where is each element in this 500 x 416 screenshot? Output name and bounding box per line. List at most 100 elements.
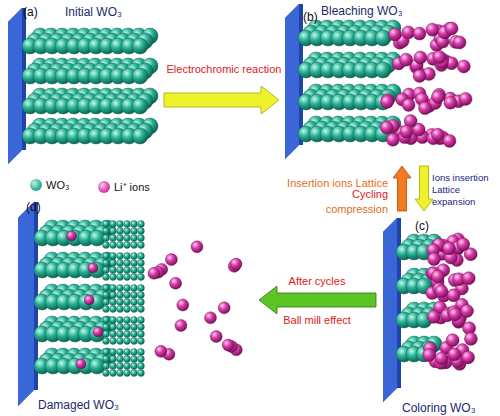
li-ion-sphere: [457, 60, 470, 73]
li-ion-sphere: [155, 345, 167, 357]
wo3-sphere: [103, 253, 110, 260]
wo3-sphere: [103, 331, 110, 338]
wo3-sphere: [132, 128, 148, 144]
wo3-sphere: [131, 370, 138, 377]
wo3-sphere: [131, 242, 138, 249]
li-ion-sphere: [84, 295, 94, 305]
li-ion-sphere: [386, 133, 399, 146]
li-ion-sphere: [443, 134, 456, 147]
substrate-plate: [383, 218, 397, 402]
wo3-sphere: [138, 363, 145, 370]
li-ion-sphere: [462, 272, 475, 285]
wo3-sphere: [110, 267, 117, 274]
li-ion-sphere: [445, 22, 458, 35]
wo3-sphere: [124, 370, 131, 377]
wo3-sphere: [117, 228, 124, 235]
wo3-sphere: [124, 274, 131, 281]
legend-entry: Li⁺ ions: [98, 179, 150, 194]
li-ion-sphere: [413, 27, 426, 40]
wo3-sphere: [138, 242, 145, 249]
li-ion-sphere: [380, 121, 393, 134]
li-ion-sphere: [400, 125, 413, 138]
wo3-sphere: [132, 38, 148, 54]
li-ion-sphere: [446, 334, 459, 347]
wo3-sphere: [110, 292, 117, 299]
substrate-plates: [8, 4, 401, 406]
li-ion-sphere: [427, 310, 440, 323]
wo3-sphere: [138, 274, 145, 281]
wo3-sphere: [117, 331, 124, 338]
wo3-sphere: [138, 331, 145, 338]
block-arrow: [164, 86, 279, 114]
li-ion-sphere: [191, 241, 203, 253]
wo3-sphere: [124, 260, 131, 267]
wo3-sphere: [131, 331, 138, 338]
annotation-text: Cycling: [352, 188, 400, 201]
stage-panel: (d)Damaged WO₃: [10, 198, 255, 413]
wo3-sphere: [131, 253, 138, 260]
wo3-sphere: [103, 306, 110, 313]
li-ion-sphere: [218, 302, 230, 314]
wo3-sphere: [117, 267, 124, 274]
wo3-sphere: [110, 317, 117, 324]
wo3-sphere: [117, 370, 124, 377]
wo3-sphere: [131, 363, 138, 370]
wo3-sphere: [124, 292, 131, 299]
wo3-sphere: [375, 62, 391, 78]
wo3-sphere: [131, 324, 138, 331]
legend-text: Li⁺ ions: [114, 179, 150, 194]
wo3-sphere: [131, 356, 138, 363]
wo3-sphere: [110, 331, 117, 338]
panel-title: Initial WO₃: [65, 5, 122, 19]
wo3-sphere: [124, 324, 131, 331]
li-ion-sphere: [431, 270, 444, 283]
li-ion-sphere: [222, 339, 234, 351]
li-ion-sphere: [433, 51, 446, 64]
li-ion-sphere: [428, 253, 441, 266]
li-ion-sphere: [423, 349, 436, 362]
wo3-sphere: [131, 235, 138, 242]
wo3-sphere: [103, 228, 110, 235]
panel-title: Damaged WO₃: [38, 398, 119, 412]
panel-letter: (a): [23, 5, 38, 19]
wo3-sphere: [138, 317, 145, 324]
wo3-sphere: [103, 299, 110, 306]
li-ion-sphere: [88, 263, 98, 273]
wo3-sphere: [110, 274, 117, 281]
wo3-sphere: [124, 349, 131, 356]
li-ion-sphere: [400, 53, 413, 66]
wo3-sphere: [124, 228, 131, 235]
wo3-sphere: [110, 242, 117, 249]
li-ion-sphere: [462, 351, 475, 364]
wo3-sphere: [110, 253, 117, 260]
panel-title: Bleaching WO₃: [321, 4, 403, 18]
wo3-sphere: [124, 242, 131, 249]
wo3-sphere: [132, 98, 148, 114]
wo3-sphere: [131, 274, 138, 281]
wo3-sphere: [110, 349, 117, 356]
li-ion-sphere: [457, 238, 470, 251]
li-ion-sphere: [413, 69, 426, 82]
arrow-label: Electrochromic reaction: [160, 63, 288, 76]
wo3-sphere: [117, 242, 124, 249]
wo3-sphere: [103, 324, 110, 331]
wo3-sphere: [138, 306, 145, 313]
wo3-sphere: [124, 338, 131, 345]
wo3-sphere: [124, 253, 131, 260]
li-ion-sphere: [426, 23, 439, 36]
stage-panel: (b)Bleaching WO₃: [283, 2, 480, 162]
sphere-lattice: [22, 20, 477, 376]
wo3-sphere: [117, 260, 124, 267]
wo3-sphere: [131, 306, 138, 313]
wo3-sphere: [124, 317, 131, 324]
li-ion-sphere: [67, 231, 77, 241]
wo3-sphere: [131, 260, 138, 267]
wo3-sphere: [124, 221, 131, 228]
wo3-sphere: [103, 267, 110, 274]
panel-letter: (b): [303, 10, 318, 24]
li-ion-sphere: [175, 320, 187, 332]
wo3-sphere: [103, 285, 110, 292]
panel-title: Coloring WO₃: [402, 401, 476, 415]
wo3-sphere: [124, 285, 131, 292]
